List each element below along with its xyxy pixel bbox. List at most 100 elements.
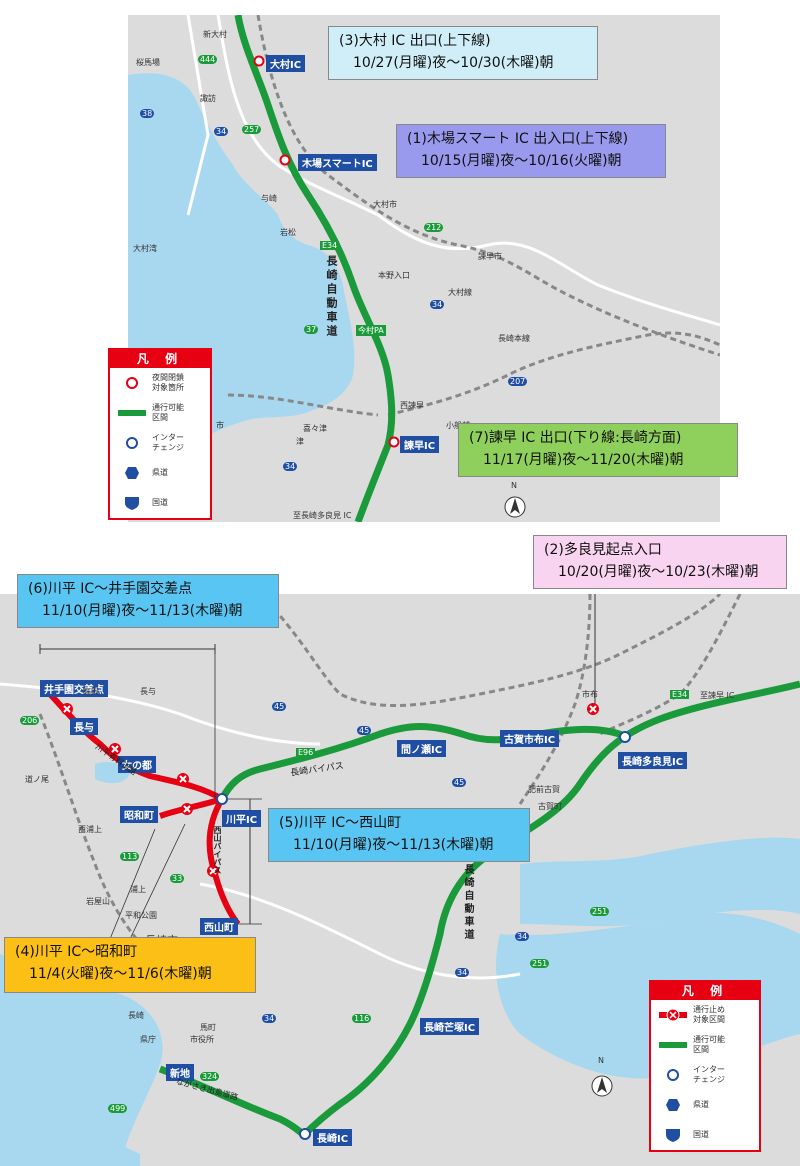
- nishiyama-bypass-name: 西山バイパス: [213, 826, 222, 874]
- callout-dates: 11/10(月曜)夜～11/13(木曜)朝: [42, 603, 243, 619]
- ic-label[interactable]: 新地: [166, 1064, 194, 1081]
- interchange-kawahira-icon[interactable]: [215, 792, 229, 806]
- interchange-circle-icon: [126, 437, 138, 449]
- bypass-line: [218, 723, 627, 801]
- place-label: 与崎: [261, 194, 277, 203]
- ic-label-isahaya[interactable]: 諫早IC: [400, 436, 440, 453]
- closure-marker-omura[interactable]: [253, 55, 265, 67]
- place-label: 馬町: [200, 1023, 216, 1032]
- closure-cross-icon[interactable]: [108, 742, 122, 756]
- route-number-badge: 34: [455, 968, 470, 977]
- north-arrow-icon: [504, 496, 526, 518]
- legend-row-open: 通行可能 区間: [651, 1030, 759, 1060]
- route-number-badge: 37: [304, 325, 319, 334]
- ic-label[interactable]: 女の都: [118, 756, 156, 773]
- place-label: 本野入口: [378, 271, 410, 280]
- closure-cross-icon[interactable]: [180, 802, 194, 816]
- place-label: 高田: [83, 687, 99, 696]
- route-number-badge: 45: [272, 702, 287, 711]
- place-label: 市: [216, 421, 224, 430]
- place-label: 市布: [582, 690, 598, 699]
- closure-marker-isahaya[interactable]: [388, 436, 400, 448]
- place-label: 肥前古賀: [528, 785, 560, 794]
- place-label: 大村市: [373, 200, 397, 209]
- callout-dates: 10/20(月曜)夜～10/23(木曜)朝: [558, 564, 759, 580]
- ic-label[interactable]: 西山町: [200, 918, 238, 935]
- e34-badge-top: E34: [320, 241, 340, 250]
- place-label: 大村湾: [133, 244, 157, 253]
- place-label: 古賀町: [538, 802, 562, 811]
- route-number-badge: 34: [262, 1014, 277, 1023]
- callout-dates: 11/4(火曜)夜～11/6(木曜)朝: [29, 966, 212, 982]
- route-number-badge: 206: [20, 716, 40, 725]
- interchange-tarami-icon[interactable]: [618, 730, 632, 744]
- green-line-icon: [659, 1042, 687, 1048]
- route-number-badge: 34: [214, 127, 229, 136]
- legend-row-pref-road: 県道: [651, 1090, 759, 1120]
- route-number-badge: 257: [242, 125, 262, 134]
- route-number-badge: 207: [508, 377, 528, 386]
- route-number-badge: 45: [357, 726, 372, 735]
- callout-title: (2)多良見起点入口: [544, 542, 662, 558]
- ic-label[interactable]: 長崎多良見IC: [618, 752, 688, 769]
- callout-isahaya-ic: (7)諫早 IC 出口(下り線:長崎方面) 11/17(月曜)夜～11/20(木…: [458, 423, 738, 477]
- route-number-badge: 38: [140, 109, 155, 118]
- place-label: 桜馬場: [136, 58, 160, 67]
- ic-label-koba-smart[interactable]: 木場スマートIC: [298, 154, 377, 171]
- ic-label[interactable]: 川平IC: [222, 810, 262, 827]
- place-label: 諫早市: [478, 252, 502, 261]
- ic-label[interactable]: 古賀市布IC: [500, 730, 560, 747]
- ic-label[interactable]: 長崎芒塚IC: [420, 1018, 480, 1035]
- ic-label[interactable]: 長与: [70, 718, 98, 735]
- legend-label: 県道: [152, 468, 168, 477]
- ic-label[interactable]: 間ノ瀬IC: [397, 740, 447, 757]
- ic-label-omura[interactable]: 大村IC: [266, 55, 306, 72]
- ic-label[interactable]: 井手園交差点: [40, 680, 108, 697]
- legend-label: 国道: [693, 1130, 709, 1139]
- national-road-icon: [125, 497, 139, 510]
- closure-circle-icon: [126, 377, 138, 389]
- route-number-badge: 33: [170, 874, 185, 883]
- legend-row-open: 通行可能 区間: [110, 398, 210, 428]
- callout-title: (1)木場スマート IC 出入口(上下線): [407, 131, 629, 147]
- callout-dates: 10/27(月曜)夜～10/30(木曜)朝: [353, 55, 554, 71]
- legend-row-nat-road: 国道: [110, 488, 210, 518]
- closure-cross-icon[interactable]: [586, 702, 600, 716]
- route-number-badge: 116: [352, 1014, 372, 1023]
- route-number-badge: 34: [515, 932, 530, 941]
- expressway-line-top: [234, 15, 396, 522]
- legend-label: 県道: [693, 1100, 709, 1109]
- interchange-nagasaki-icon[interactable]: [298, 1127, 312, 1141]
- place-label: 平和公園: [125, 911, 157, 920]
- place-label: 新大村: [203, 30, 227, 39]
- closure-cross-icon[interactable]: [176, 772, 190, 786]
- route-number-badge: 34: [283, 462, 298, 471]
- legend-row-nat-road: 国道: [651, 1120, 759, 1150]
- legend-bottom: 凡 例 通行止め 対象区間 通行可能 区間 インター チェンジ 県道 国道: [649, 980, 761, 1152]
- place-label: 長与: [140, 687, 156, 696]
- callout-title: (4)川平 IC～昭和町: [15, 944, 138, 960]
- closure-cross-icon[interactable]: [206, 864, 220, 878]
- prefectural-road-icon: [125, 467, 139, 479]
- route-number-badge: 212: [424, 223, 444, 232]
- callout-dates: 11/17(月曜)夜～11/20(木曜)朝: [483, 452, 684, 468]
- callout-tarami-entrance: (2)多良見起点入口 10/20(月曜)夜～10/23(木曜)朝: [533, 535, 787, 589]
- ic-label[interactable]: 昭和町: [120, 806, 158, 823]
- place-label: 県庁: [140, 1035, 156, 1044]
- closure-marker-koba[interactable]: [279, 154, 291, 166]
- route-number-badge: 444: [198, 55, 218, 64]
- pa-label: 今村PA: [356, 325, 386, 336]
- callout-title: (7)諫早 IC 出口(下り線:長崎方面): [469, 430, 682, 446]
- place-label: 喜々津: [303, 424, 327, 433]
- place-label: 市役所: [190, 1035, 214, 1044]
- north-label: N: [598, 1056, 604, 1065]
- interchange-circle-icon: [667, 1069, 679, 1081]
- route-number-badge: 34: [430, 300, 445, 309]
- closure-cross-icon[interactable]: [60, 702, 74, 716]
- legend-title: 凡 例: [110, 350, 210, 368]
- place-label: 諏訪: [200, 94, 216, 103]
- ic-label[interactable]: 長崎IC: [313, 1129, 353, 1146]
- place-label: 津: [296, 437, 304, 446]
- place-label: 浦上: [130, 885, 146, 894]
- route-number-badge: 45: [452, 778, 467, 787]
